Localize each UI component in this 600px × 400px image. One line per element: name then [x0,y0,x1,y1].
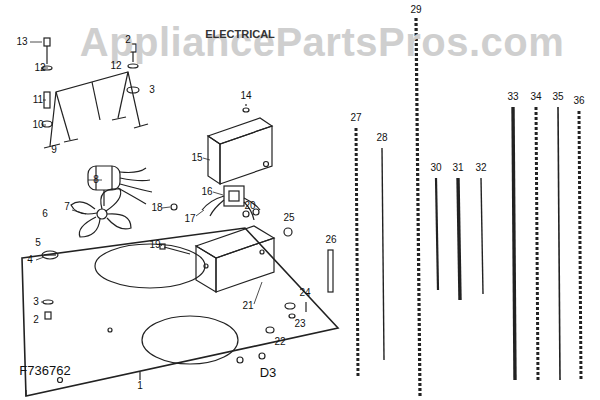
callout-number: 32 [475,163,486,173]
callout-number: 3 [149,85,155,95]
control-box [196,209,292,292]
leader-lines [30,42,262,304]
callout-number: 33 [507,92,518,102]
callout-number: 1 [137,381,143,391]
callout-number: 11 [33,95,43,105]
switch [202,186,260,220]
callout-number: 26 [325,235,336,245]
callout-number: 17 [184,214,195,224]
diagram-code: F736762 [19,364,70,377]
diagram-code: D3 [260,366,277,379]
callout-number: 12 [34,63,45,73]
callout-number: 16 [201,187,212,197]
callout-number: 8 [93,175,99,185]
motor-bracket [44,72,148,148]
callout-number: 19 [149,240,160,250]
bolt [160,204,190,254]
callout-number: 35 [552,92,563,102]
callout-number: 6 [42,209,48,219]
callout-number: 18 [151,203,162,213]
callout-number: 30 [430,163,441,173]
fan-blade [71,189,131,237]
callout-number: 28 [376,133,387,143]
callout-number: 21 [242,301,253,311]
callout-number: 3 [33,297,39,307]
callout-number: 5 [35,238,41,248]
callout-number: 7 [64,202,70,212]
callout-number: 10 [32,120,43,130]
callout-number: 2 [33,315,39,325]
callout-number: 20 [244,201,255,211]
fan-motor [88,166,152,206]
fastener [266,250,333,333]
watermark: AppliancePartsPros.com [80,22,565,62]
callout-number: 9 [51,145,57,155]
control-cover [208,104,272,184]
callout-number: 25 [283,213,294,223]
heating-rods [356,18,581,396]
callout-number: 31 [452,163,463,173]
callout-number: 2 [125,35,131,45]
callout-number: 13 [16,37,27,47]
callout-number: 12 [110,61,121,71]
callout-number: 15 [191,153,202,163]
callout-number: 34 [530,92,541,102]
callout-number: 29 [410,5,421,15]
callout-number: 23 [294,319,305,329]
section-title: ELECTRICAL [205,28,275,40]
callout-number: 14 [240,91,251,101]
callout-number: 22 [274,337,285,347]
callout-number: 27 [350,113,361,123]
callout-number: 36 [573,96,584,106]
callout-number: 24 [299,288,310,298]
callout-number: 4 [27,255,33,265]
